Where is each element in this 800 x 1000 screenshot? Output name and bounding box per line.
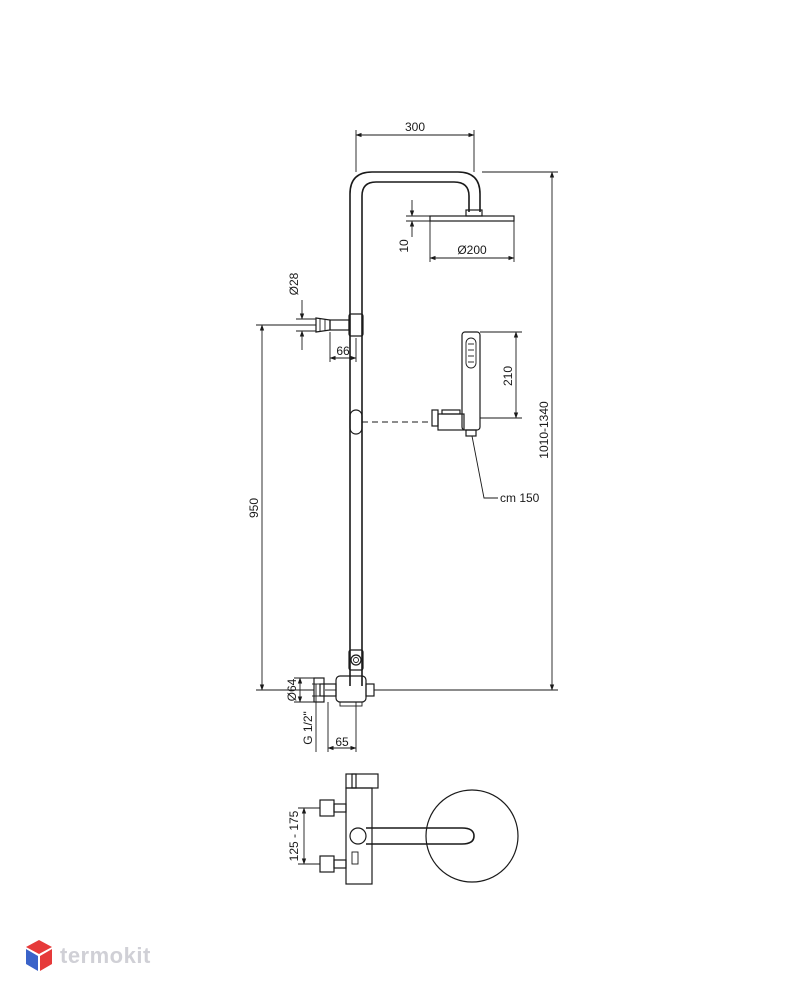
dim-hose-length: cm 150 — [500, 491, 540, 505]
brand-logo: termokit — [24, 934, 151, 978]
dim-inlet-spacing: 125 - 175 — [287, 810, 301, 861]
shower-head — [429, 209, 515, 222]
dim-bracket-to-inlet: 950 — [247, 498, 261, 518]
dim-handshower-length: 210 — [501, 366, 515, 386]
dimension-labels: 300 Ø200 10 Ø28 66 210 cm 150 950 1010-1… — [247, 120, 551, 861]
shower-column-top-view — [319, 773, 519, 885]
arm-top — [366, 827, 475, 845]
dim-bracket-diameter: Ø28 — [287, 272, 301, 295]
lower-connector — [348, 649, 364, 671]
dim-mixer-diameter: Ø64 — [285, 678, 299, 701]
upper-wall-bracket — [315, 313, 364, 337]
dim-bracket-offset: 66 — [336, 344, 350, 358]
cube-logo-icon — [26, 940, 52, 971]
dimension-lines — [256, 130, 558, 865]
hand-shower — [461, 331, 481, 437]
shower-column-front-view — [313, 171, 515, 707]
dim-mixer-offset: 65 — [335, 735, 349, 749]
dim-head-thickness: 10 — [397, 239, 411, 253]
hose-leader — [471, 435, 498, 499]
dim-arm-width: 300 — [405, 120, 425, 134]
shower-head-top — [425, 789, 519, 883]
thermostatic-mixer — [313, 675, 375, 707]
sliding-holder — [349, 409, 465, 435]
dim-head-diameter: Ø200 — [457, 243, 487, 257]
dim-inlet-thread: G 1/2" — [301, 711, 315, 745]
brand-name: termokit — [60, 943, 151, 968]
dim-total-height: 1010-1340 — [537, 401, 551, 459]
riser-pipe-inner — [361, 181, 470, 686]
mixer-body-top — [319, 773, 379, 885]
riser-pipe — [349, 171, 481, 686]
